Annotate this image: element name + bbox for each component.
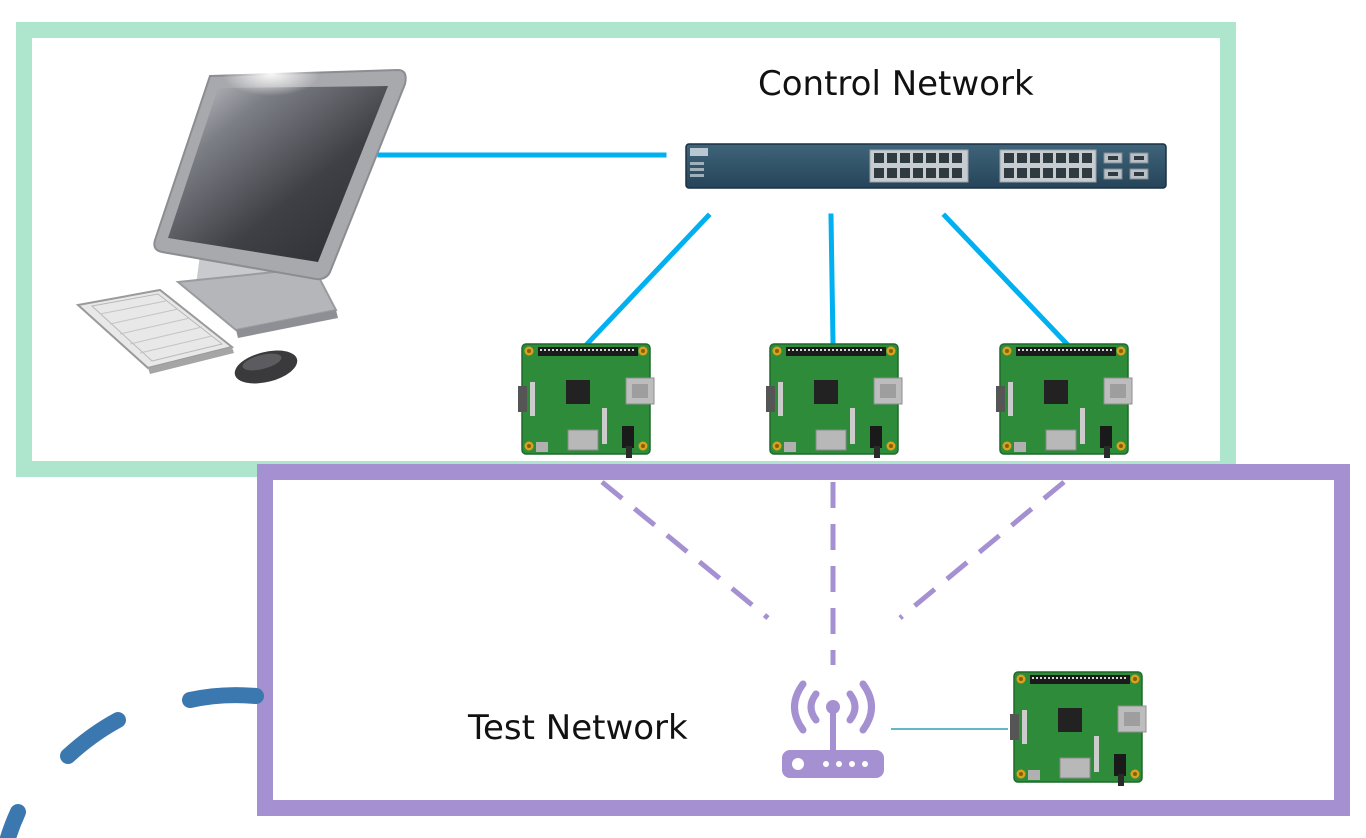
network-switch-icon — [685, 143, 1167, 189]
wireless-links — [600, 480, 1066, 665]
wireless-router-icon — [782, 680, 884, 778]
wireless-link-pi-3 — [898, 480, 1066, 620]
link-switch-pi-2 — [828, 213, 836, 346]
raspberry-pi-2-icon — [765, 343, 903, 459]
raspberry-pi-3-icon — [995, 343, 1133, 459]
ethernet-links — [377, 152, 1070, 347]
decorative-dashed-arc — [0, 687, 264, 838]
mouse-icon — [234, 350, 298, 384]
keyboard-icon — [75, 288, 235, 374]
link-switch-pi-3 — [941, 212, 1070, 347]
raspberry-pi-4-icon — [1009, 671, 1147, 787]
test-network-label: Test Network — [468, 708, 688, 748]
control-network-label: Control Network — [758, 64, 1034, 104]
raspberry-pi-1-icon — [517, 343, 655, 459]
test-network-boundary — [257, 464, 1350, 816]
wireless-link-pi-1 — [600, 480, 770, 620]
all-in-one-computer-icon — [153, 64, 407, 338]
link-switch-pi-1 — [584, 212, 712, 347]
